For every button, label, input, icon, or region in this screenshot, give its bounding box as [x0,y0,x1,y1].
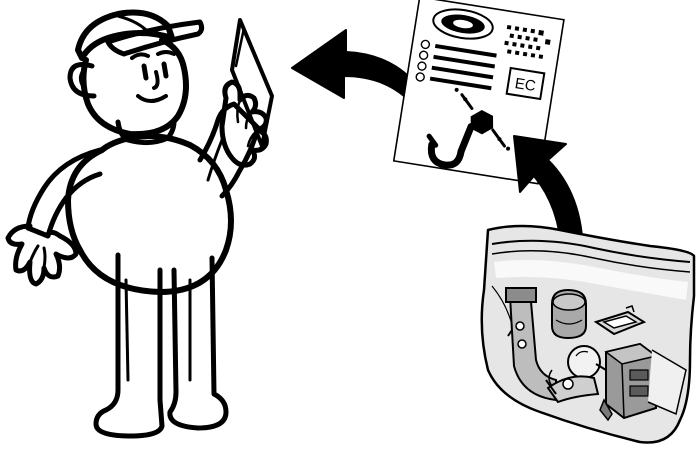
man-right-hand [222,82,266,165]
doc-ec-label: EC [514,75,537,95]
parts-bag [482,226,694,443]
round-cap-part [552,290,586,338]
man-head [70,13,202,135]
man-torso [68,136,231,292]
cartoon-man-figure [8,13,272,437]
electric-socket-part [596,344,656,420]
curved-arrow-to-man-icon [292,30,416,98]
doc-ec-mark: EC [507,68,545,99]
